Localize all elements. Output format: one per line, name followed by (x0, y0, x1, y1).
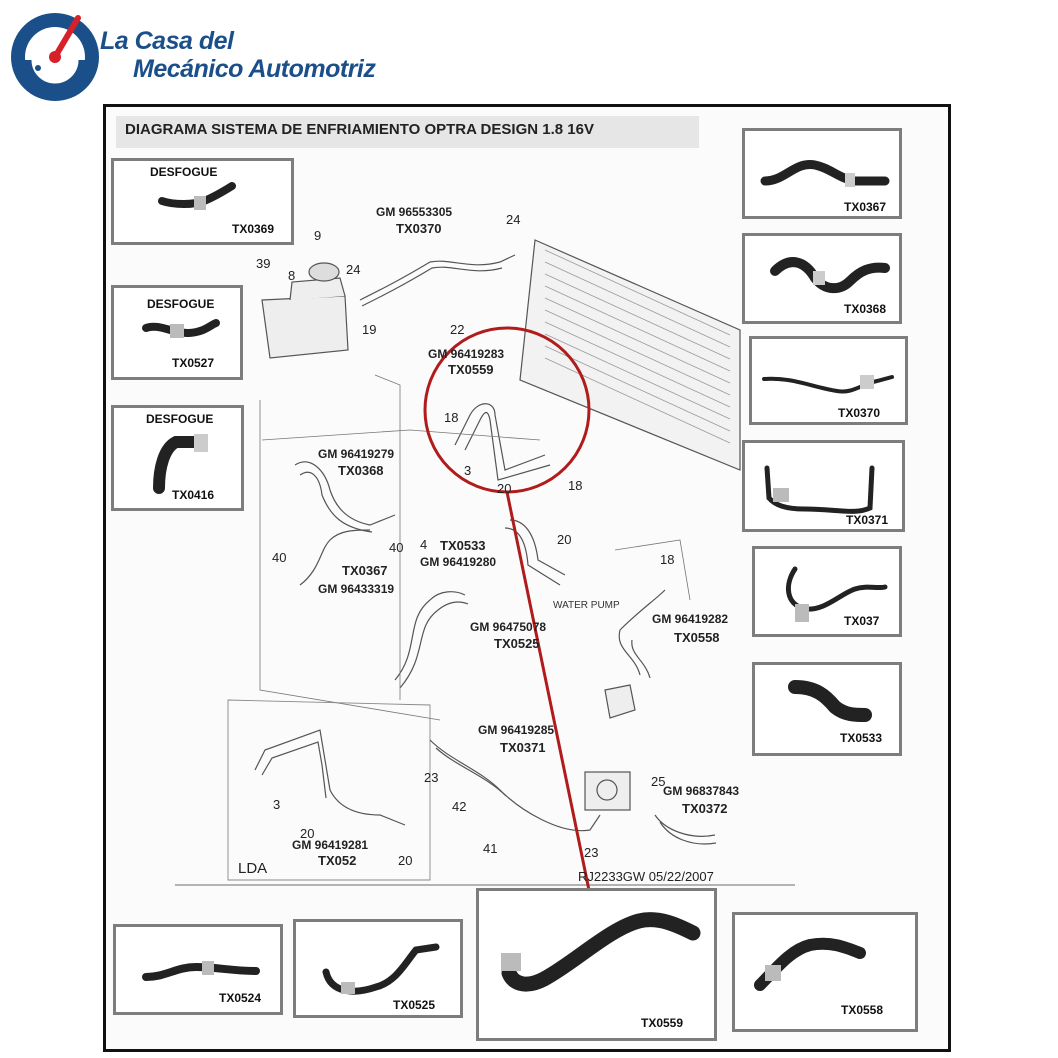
callout-20b: 20 (557, 532, 572, 547)
part-gm-96419279: GM 96419279 (318, 447, 395, 461)
thumb-tx0524-code: TX0524 (219, 991, 262, 1005)
thumb-tx0367 (742, 128, 902, 219)
hose-tx037-icon (785, 566, 888, 622)
thumb-tx037-code: TX037 (844, 614, 880, 628)
part-tx0370-label: TX0370 (396, 221, 442, 236)
thumb-tx0368-code: TX0368 (844, 302, 887, 316)
hose-tx0533-icon (788, 680, 872, 722)
callout-23b: 23 (584, 845, 599, 860)
hose-tx0367-icon (760, 160, 890, 187)
hose-tx0559-icon (501, 912, 701, 992)
callout-18c: 18 (660, 552, 675, 567)
hose-tx0527-icon (142, 319, 220, 338)
hose-tx0558-icon (754, 937, 866, 991)
part-gm-96419283: GM 96419283 (428, 347, 505, 361)
callout-4: 4 (420, 537, 428, 552)
thumb-tx0371 (742, 440, 905, 532)
part-gm-96553305: GM 96553305 (376, 205, 453, 219)
callout-20a: 20 (497, 481, 512, 496)
hose-tx0416-icon (153, 434, 208, 494)
thumb-tx0370 (749, 336, 908, 425)
hose-tx0525-icon (322, 943, 440, 995)
part-gm-96419285: GM 96419285 (478, 723, 555, 737)
callout-40b: 40 (272, 550, 287, 565)
thumb-tx0416-code: TX0416 (172, 488, 215, 502)
callout-41: 41 (483, 841, 498, 856)
callout-19: 19 (362, 322, 377, 337)
thumb-tx0369-code: TX0369 (232, 222, 275, 236)
part-tx0371-label: TX0371 (500, 740, 546, 755)
callout-18a: 18 (444, 410, 459, 425)
hose-tx0369-icon (158, 182, 236, 210)
thumb-tx0527-tag: DESFOGUE (147, 297, 215, 311)
part-tx052-label: TX052 (318, 853, 357, 868)
thumb-tx0416 (111, 405, 244, 511)
logo-line-1: La Casa del (100, 27, 234, 55)
part-gm-96475078: GM 96475078 (470, 620, 547, 634)
hose-tx0524-icon (142, 961, 260, 981)
hose-tx0371-icon (764, 465, 875, 514)
thumb-tx0370-code: TX0370 (838, 406, 881, 420)
diagram-title: DIAGRAMA SISTEMA DE ENFRIAMIENTO OPTRA D… (125, 121, 594, 138)
thumb-tx0533-code: TX0533 (840, 731, 883, 745)
callout-22: 22 (450, 322, 465, 337)
part-tx0372-label: TX0372 (682, 801, 728, 816)
part-tx0367-label: TX0367 (342, 563, 388, 578)
part-tx0559-label: TX0559 (448, 362, 494, 377)
thumb-tx0558-code: TX0558 (841, 1003, 884, 1017)
hose-tx0370-icon (762, 375, 894, 394)
logo-line-2: Mecánico Automotriz (133, 55, 376, 83)
part-tx0525-label: TX0525 (494, 636, 540, 651)
thumb-tx0368 (742, 233, 902, 324)
thumb-tx0367-code: TX0367 (844, 200, 887, 214)
thumb-tx0559-code: TX0559 (641, 1016, 684, 1030)
callout-40a: 40 (389, 540, 404, 555)
callout-20d: 20 (398, 853, 413, 868)
callout-23a: 23 (424, 770, 439, 785)
thumb-tx0559 (476, 888, 717, 1041)
callout-24: 24 (506, 212, 521, 227)
callout-24b: 24 (346, 262, 361, 277)
title-banner (116, 116, 699, 148)
part-gm-96837843: GM 96837843 (663, 784, 740, 798)
footer-code: RJ2233GW 05/22/2007 (578, 869, 714, 884)
callout-9: 9 (314, 228, 322, 243)
thumb-tx0525-code: TX0525 (393, 998, 436, 1012)
thumb-tx0533 (752, 662, 902, 756)
part-gm-96419282: GM 96419282 (652, 612, 729, 626)
lda-label: LDA (238, 860, 268, 877)
thumb-tx0524 (113, 924, 283, 1015)
callout-18b: 18 (568, 478, 583, 493)
thumb-tx0369 (111, 158, 294, 245)
thumb-tx0371-code: TX0371 (846, 513, 889, 527)
callout-25: 25 (651, 774, 666, 789)
water-pump-label: WATER PUMP (553, 600, 620, 611)
thumb-tx0369-tag: DESFOGUE (150, 165, 218, 179)
callout-39: 39 (256, 256, 271, 271)
callout-42: 42 (452, 799, 467, 814)
callout-3a: 3 (464, 463, 472, 478)
hose-tx0368-icon (770, 257, 890, 294)
part-gm-96433319: GM 96433319 (318, 582, 395, 596)
callout-3b: 3 (273, 797, 281, 812)
part-gm-96419280: GM 96419280 (420, 555, 497, 569)
part-gm-96419281: GM 96419281 (292, 838, 369, 852)
part-tx0368-label: TX0368 (338, 463, 384, 478)
part-tx0558-label: TX0558 (674, 630, 720, 645)
callout-8: 8 (288, 268, 296, 283)
thumb-tx037 (752, 546, 902, 637)
thumb-tx0558 (732, 912, 918, 1032)
gauge-logo-icon (11, 13, 99, 101)
thumb-tx0527-code: TX0527 (172, 356, 215, 370)
thumb-tx0525 (293, 919, 463, 1018)
callout-20c: 20 (300, 826, 315, 841)
thumb-tx0527 (111, 285, 243, 380)
thumb-tx0416-tag: DESFOGUE (146, 412, 214, 426)
part-tx0533-label: TX0533 (440, 538, 486, 553)
